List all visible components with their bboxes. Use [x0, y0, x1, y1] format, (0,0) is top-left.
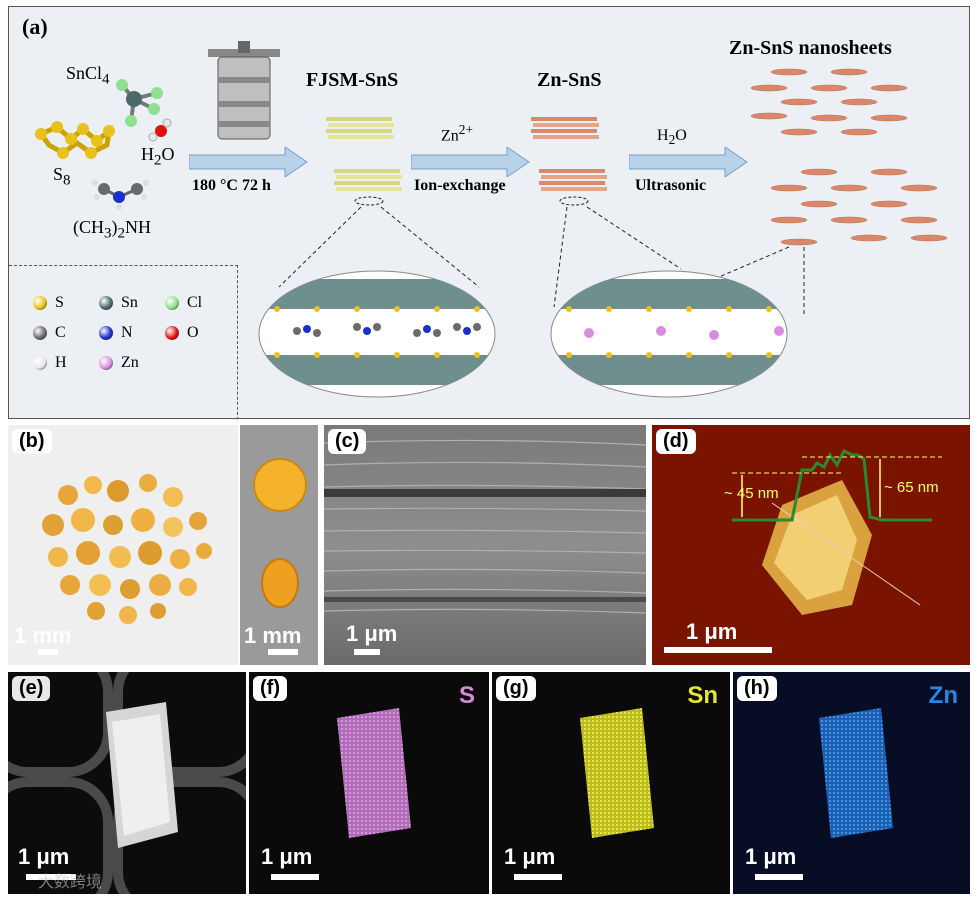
single-crystals-photo [253, 458, 307, 608]
legend-label: S [55, 294, 64, 311]
panel-b-label: (b) [12, 429, 52, 454]
nanosheets-title: Zn-SnS nanosheets [729, 37, 892, 59]
panel-h-element: Zn [928, 682, 958, 709]
s-atom-icon [33, 296, 47, 311]
eds-map-zn [819, 708, 893, 838]
height-annotation-65: ~ 65 nm [884, 479, 939, 496]
fjsm-stack-icon [326, 117, 402, 206]
panel-b-scale-text-left: 1 mm [14, 623, 72, 648]
panel-d-label: (d) [656, 429, 696, 454]
eds-map-sn [580, 708, 654, 838]
panel-e: (e) 1 μm 大数跨境 [8, 672, 246, 894]
panel-g-element: Sn [687, 682, 718, 709]
panel-a-label: (a) [22, 14, 48, 39]
panel-e-scalebar [26, 874, 76, 880]
step3-bottom: Ultrasonic [635, 177, 707, 194]
legend-label: Cl [187, 294, 203, 311]
sncl4-formula: SnCl4 [66, 63, 110, 88]
legend-item-o: O [165, 324, 231, 342]
reagent-molecules [35, 79, 172, 210]
zoom-lines [278, 206, 805, 317]
eds-map-s [337, 708, 411, 838]
s8-molecule-icon [35, 121, 115, 159]
legend-item-h: H [33, 354, 99, 372]
nanosheets-icon [750, 68, 948, 246]
autoclave-icon [208, 41, 280, 140]
panel-e-scale-text: 1 μm [18, 844, 70, 869]
water-molecule-icon [148, 118, 172, 142]
znsns-stack-icon [531, 117, 607, 206]
s8-formula: S8 [53, 164, 71, 189]
arrow-1-icon [189, 147, 308, 177]
panel-g-label: (g) [496, 676, 536, 701]
panel-d-scale-text: 1 μm [686, 619, 738, 644]
legend-label: N [121, 324, 133, 341]
step2-bottom: Ion-exchange [414, 177, 506, 194]
zn-atom-icon [99, 356, 113, 371]
legend-label: H [55, 354, 67, 371]
arrow-3-icon [629, 147, 748, 177]
fjsm-title: FJSM-SnS [306, 69, 399, 91]
panel-f-scalebar [271, 874, 319, 880]
sn-atom-icon [99, 296, 113, 311]
panel-g-scalebar [514, 874, 562, 880]
legend-label: Sn [121, 294, 138, 311]
panel-c-scale-text: 1 μm [346, 621, 398, 646]
tem-image [8, 672, 246, 894]
arrow-2-icon [411, 147, 530, 177]
panel-h-label: (h) [737, 676, 777, 701]
sem-layered-image [324, 425, 646, 665]
height-annotation-45: ~ 45 nm [724, 485, 779, 502]
legend-item-c: C [33, 324, 99, 342]
panel-c-label: (c) [328, 429, 367, 454]
panel-h: (h) Zn 1 μm [733, 672, 970, 894]
panel-b-scalebar-right [268, 649, 298, 655]
legend-label: C [55, 324, 66, 341]
step3-top: H2O [657, 127, 687, 148]
panel-h-scalebar [755, 874, 803, 880]
panel-f: (f) S 1 μm [249, 672, 489, 894]
n-atom-icon [99, 326, 113, 341]
panel-g-scale-text: 1 μm [504, 844, 556, 869]
legend-item-n: N [99, 324, 165, 342]
legend-item-s: S [33, 294, 99, 312]
h-atom-icon [33, 356, 47, 371]
o-atom-icon [165, 326, 179, 341]
c-atom-icon [33, 326, 47, 341]
znsns-structure-oval [550, 270, 788, 398]
cl-atom-icon [165, 296, 179, 311]
panel-f-scale-text: 1 μm [261, 844, 313, 869]
water-formula: H2O [141, 144, 175, 169]
panel-b-scale-text-right: 1 mm [244, 623, 302, 648]
crystals-photo [42, 474, 212, 624]
panel-e-label: (e) [12, 676, 51, 701]
legend-label: Zn [121, 354, 139, 371]
panel-f-element: S [458, 682, 475, 709]
watermark-text: 大数跨境 [38, 872, 103, 891]
afm-image [732, 448, 942, 615]
panel-b-left: (b) 1 mm [8, 425, 238, 665]
amine-formula: (CH3)2NH [73, 217, 151, 242]
step2-top: Zn2+ [441, 122, 473, 145]
sncl4-molecule-icon [116, 79, 163, 127]
znsns-title: Zn-SnS [537, 69, 602, 91]
step1-condition: 180 °C 72 h [192, 177, 271, 194]
panel-g: (g) Sn 1 μm [492, 672, 730, 894]
panel-d-scalebar [664, 647, 772, 653]
legend-item-cl: Cl [165, 294, 231, 312]
legend-item-zn: Zn [99, 354, 165, 372]
panel-c: (c) 1 μm [324, 425, 646, 665]
panel-d: (d) ~ 45 nm ~ 65 nm 1 μm [652, 425, 970, 665]
panel-b-scalebar-left [38, 649, 58, 655]
panel-a: (a) [8, 6, 970, 419]
panel-c-scalebar [354, 649, 380, 655]
panel-b-right: 1 mm [240, 425, 318, 665]
legend-label: O [187, 324, 199, 341]
dimethylamine-molecule-icon [92, 180, 149, 210]
panel-f-label: (f) [253, 676, 287, 701]
panel-h-scale-text: 1 μm [745, 844, 797, 869]
legend-item-sn: Sn [99, 294, 165, 312]
fjsm-structure-oval [258, 270, 496, 398]
